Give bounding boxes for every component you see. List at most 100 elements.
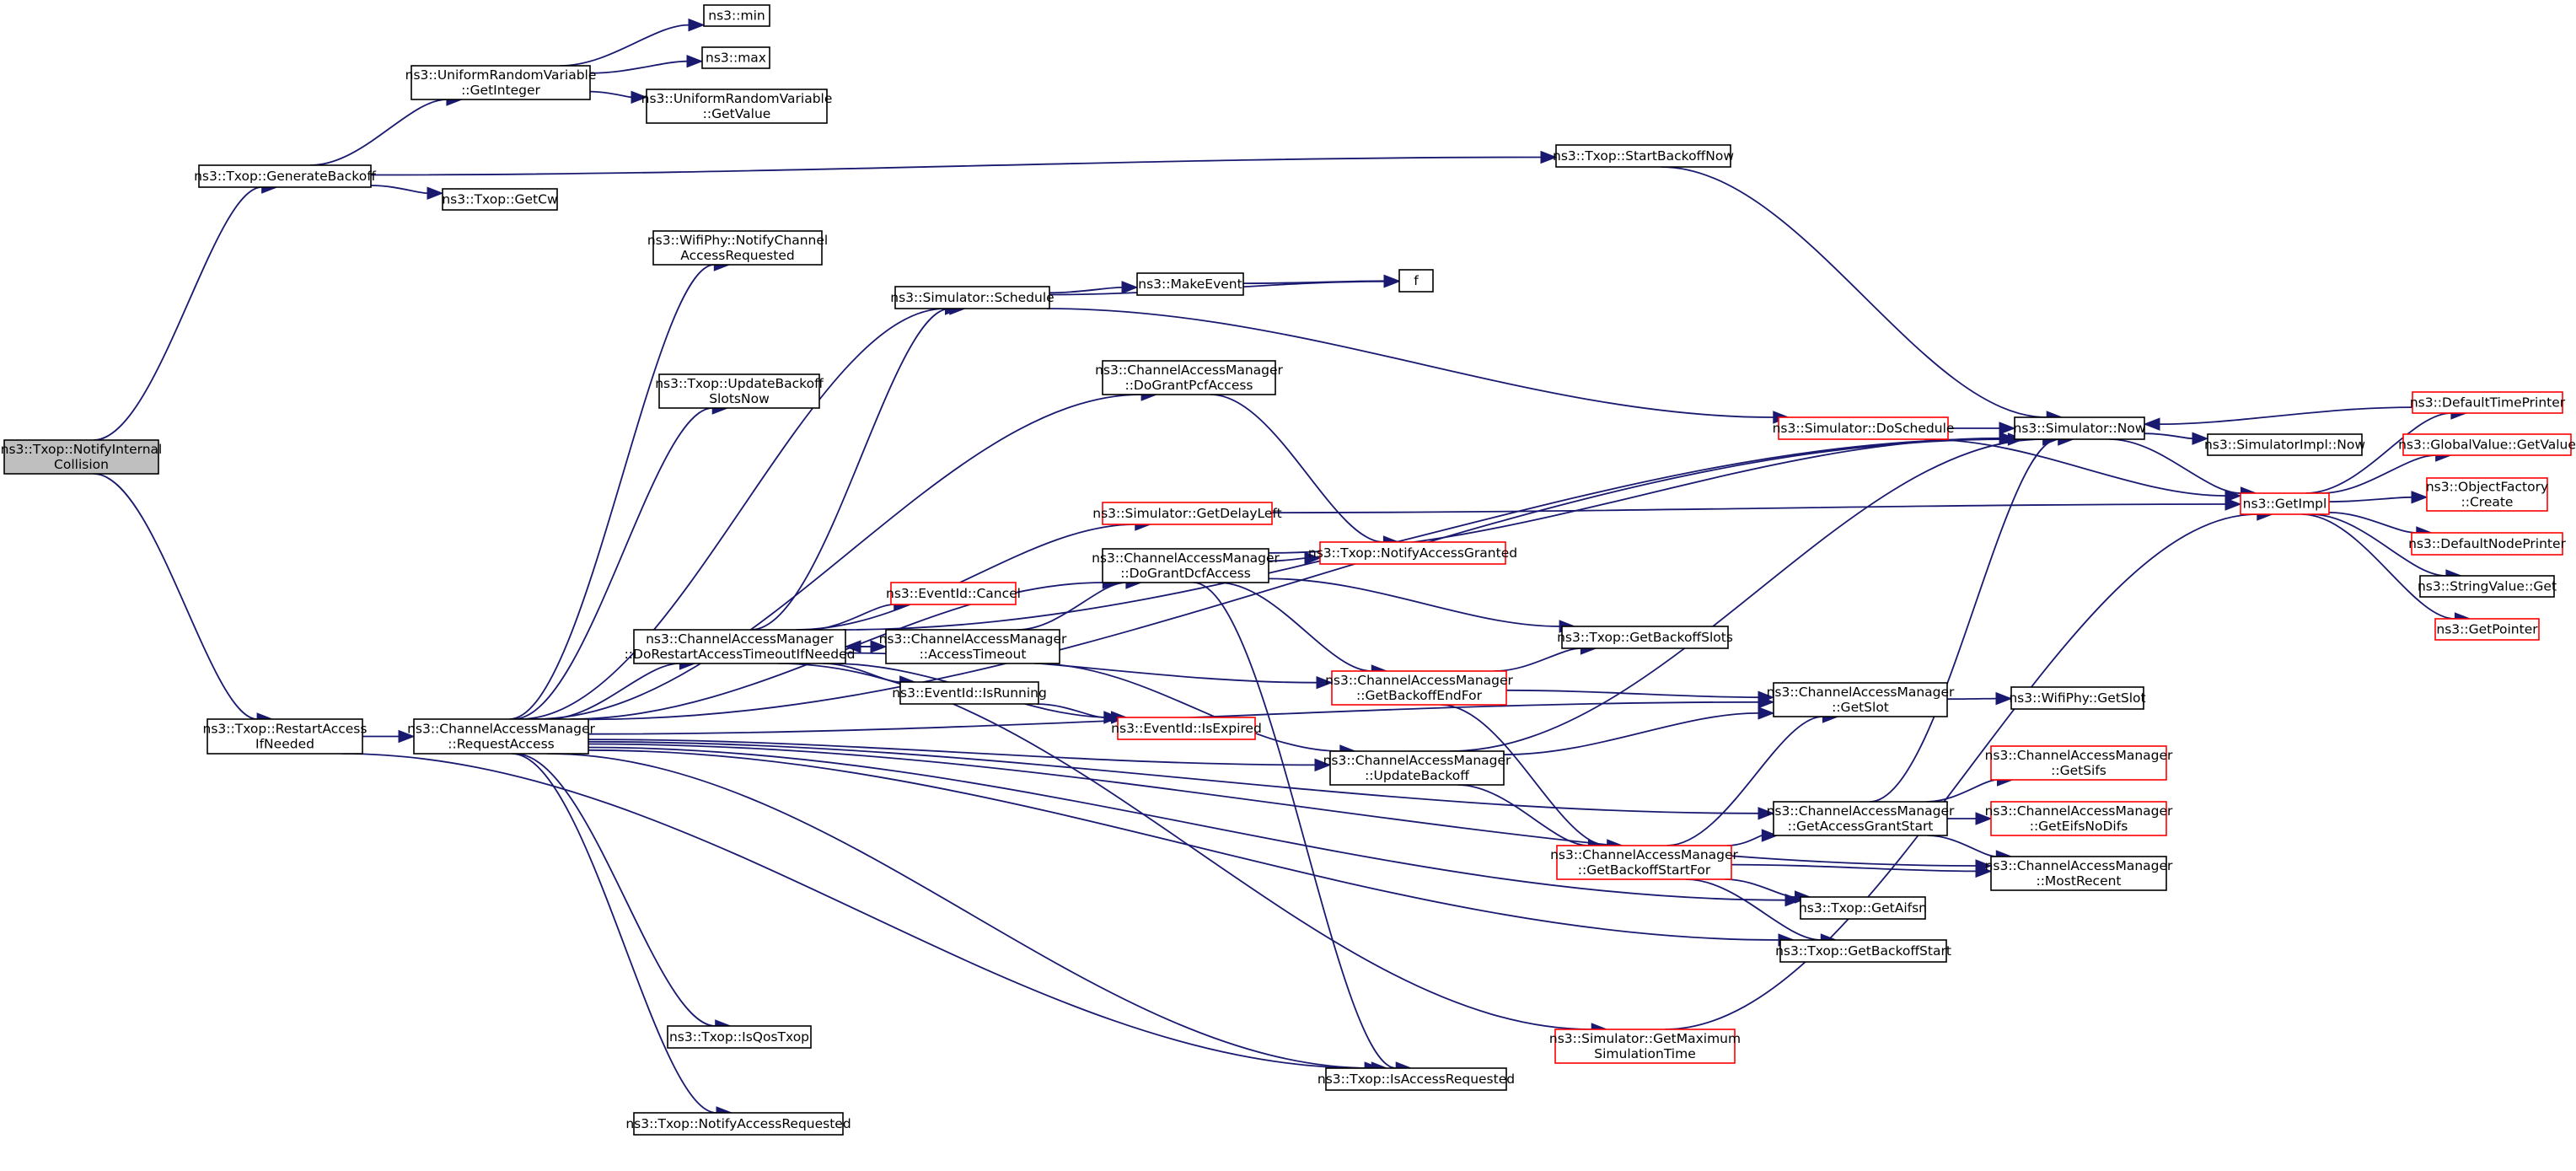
node-box[interactable] [3,439,159,475]
node-box[interactable] [1554,1029,1736,1064]
node-box[interactable] [2411,532,2563,556]
node-defaultnodeprinter[interactable]: ns3::DefaultNodePrinter [2408,532,2567,556]
node-box[interactable] [1555,144,1731,168]
node-getslot[interactable]: ns3::ChannelAccessManager::GetSlot [1767,682,1955,717]
node-box[interactable] [633,1112,844,1136]
node-max[interactable]: ns3::max [701,46,770,69]
node-box[interactable] [703,4,770,27]
node-getinteger[interactable]: ns3::UniformRandomVariable::GetInteger [405,65,597,100]
node-objectfactory[interactable]: ns3::ObjectFactory::Create [2426,477,2548,512]
node-box[interactable] [2207,433,2363,456]
node-getbackoffstartfor[interactable]: ns3::ChannelAccessManager::GetBackoffSta… [1550,845,1739,880]
node-isexpired[interactable]: ns3::EventId::IsExpired [1111,717,1262,740]
node-cancel[interactable]: ns3::EventId::Cancel [886,582,1021,605]
node-notifyaccessgranted[interactable]: ns3::Txop::NotifyAccessGranted [1308,541,1517,565]
node-box[interactable] [411,65,591,100]
node-dorestart[interactable]: ns3::ChannelAccessManager::DoRestartAcce… [625,629,856,664]
node-stringvalue[interactable]: ns3::StringValue::Get [2418,575,2557,598]
node-getcw[interactable]: ns3::Txop::GetCw [442,188,558,211]
node-getbackoffslots[interactable]: ns3::Txop::GetBackoffSlots [1557,626,1733,649]
node-getaccessgrantstart[interactable]: ns3::ChannelAccessManager::GetAccessGran… [1767,801,1955,836]
node-schedule[interactable]: ns3::Simulator::Schedule [890,286,1055,309]
node-box[interactable] [198,164,372,188]
node-globalvalue[interactable]: ns3::GlobalValue::GetValue [2398,433,2576,456]
node-box[interactable] [701,46,770,69]
node-dograntdcf[interactable]: ns3::ChannelAccessManager::DoGrantDcfAcc… [1092,548,1280,583]
node-box[interactable] [1779,939,1947,963]
node-box[interactable] [2014,416,2145,440]
node-updatebackoff[interactable]: ns3::ChannelAccessManager::UpdateBackoff [1323,750,1511,786]
node-getvalue-urv[interactable]: ns3::UniformRandomVariable::GetValue [641,89,833,124]
node-box[interactable] [1102,548,1269,583]
node-box[interactable] [1319,541,1506,565]
node-box[interactable] [1990,745,2167,781]
node-box[interactable] [1325,1067,1507,1091]
node-requestaccess[interactable]: ns3::ChannelAccessManager::RequestAccess [407,718,596,755]
node-box[interactable] [899,681,1039,705]
node-isqostxop[interactable]: ns3::Txop::IsQosTxop [667,1025,812,1049]
node-box[interactable] [1556,845,1732,880]
node-simnow[interactable]: ns3::Simulator::Now [2014,416,2146,440]
node-box[interactable] [442,188,558,211]
node-geteifsnodifs[interactable]: ns3::ChannelAccessManager::GetEifsNoDifs [1985,801,2173,836]
node-box[interactable] [1329,750,1505,786]
node-getimpl[interactable]: ns3::GetImpl [2240,492,2330,515]
node-makeevent[interactable]: ns3::MakeEvent [1136,272,1244,296]
node-box[interactable] [1136,272,1244,296]
node-min[interactable]: ns3::min [703,4,770,27]
node-box[interactable] [1398,269,1434,293]
node-isaccessrequested[interactable]: ns3::Txop::IsAccessRequested [1318,1067,1515,1091]
node-notifychannel[interactable]: ns3::WifiPhy::NotifyChannelAccessRequest… [647,230,828,266]
node-box[interactable] [2240,492,2330,515]
node-box[interactable] [1117,717,1256,740]
node-box[interactable] [2419,575,2555,598]
node-box[interactable] [1331,670,1507,706]
node-box[interactable] [1102,502,1273,525]
node-box[interactable] [646,89,828,124]
node-box[interactable] [652,230,823,266]
node-getdelayleft[interactable]: ns3::Simulator::GetDelayLeft [1092,502,1282,525]
node-box[interactable] [2402,433,2572,456]
node-box[interactable] [1773,801,1948,836]
node-box[interactable] [1990,856,2167,891]
node-box[interactable] [1800,896,1926,920]
node-startbackoffnow[interactable]: ns3::Txop::StartBackoffNow [1553,144,1734,168]
node-box[interactable] [2434,618,2540,641]
node-box[interactable] [1778,416,1949,440]
node-isrunning[interactable]: ns3::EventId::IsRunning [892,681,1047,705]
node-box[interactable] [633,629,846,664]
node-box[interactable] [1773,682,1948,717]
node-box[interactable] [1561,626,1729,649]
node-box[interactable] [890,582,1017,605]
node-wifiphygetslot[interactable]: ns3::WifiPhy::GetSlot [2009,686,2146,710]
node-box[interactable] [667,1025,812,1049]
node-defaulttimeprinter[interactable]: ns3::DefaultTimePrinter [2410,391,2566,414]
node-getsifs[interactable]: ns3::ChannelAccessManager::GetSifs [1985,745,2173,781]
node-getbackoffendfor[interactable]: ns3::ChannelAccessManager::GetBackoffEnd… [1325,670,1514,706]
node-box[interactable] [207,718,363,755]
node-box[interactable] [894,286,1050,309]
node-simimplnow[interactable]: ns3::SimulatorImpl::Now [2204,433,2365,456]
node-box[interactable] [1990,801,2167,836]
node-box[interactable] [2010,686,2144,710]
node-box[interactable] [658,373,820,409]
node-box[interactable] [2426,477,2548,512]
node-dograntpcf[interactable]: ns3::ChannelAccessManager::DoGrantPcfAcc… [1095,360,1284,395]
node-getaifsn[interactable]: ns3::Txop::GetAifsn [1799,896,1927,920]
node-getpointer[interactable]: ns3::GetPointer [2434,618,2540,641]
node-box[interactable] [413,718,589,755]
node-doschedule[interactable]: ns3::Simulator::DoSchedule [1773,416,1955,440]
node-f[interactable]: f [1398,269,1434,293]
node-box[interactable] [885,629,1060,664]
node-box[interactable] [2412,391,2563,414]
node-mostrecent[interactable]: ns3::ChannelAccessManager::MostRecent [1985,856,2173,891]
node-getbackoffstart[interactable]: ns3::Txop::GetBackoffStart [1775,939,1951,963]
node-box[interactable] [1102,360,1276,395]
node-accesstimeout[interactable]: ns3::ChannelAccessManager::AccessTimeout [879,629,1067,664]
node-notifyaccessrequested[interactable]: ns3::Txop::NotifyAccessRequested [625,1112,851,1136]
node-genbackoff[interactable]: ns3::Txop::GenerateBackoff [194,164,376,188]
